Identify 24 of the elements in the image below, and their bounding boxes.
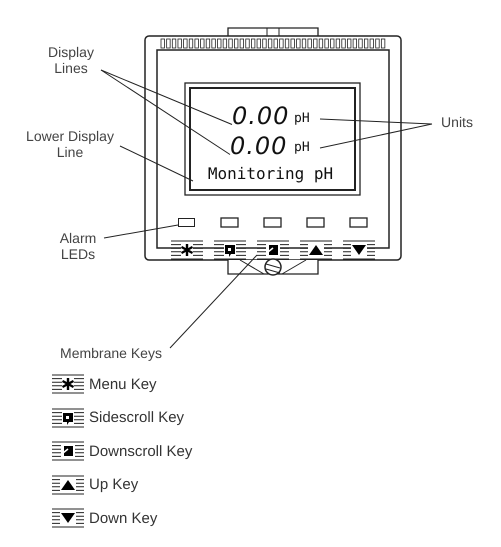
callout-label: Alarm LEDs xyxy=(52,230,104,264)
leader-line xyxy=(100,70,232,125)
leader-line xyxy=(120,146,194,182)
unit-text: pH xyxy=(294,110,318,128)
legend-text: Down Key xyxy=(89,510,158,526)
callout-label: Display Lines xyxy=(40,44,102,78)
display-digits: 0.00 xyxy=(230,132,288,162)
leader-line xyxy=(104,224,178,238)
legend-text: Up Key xyxy=(89,476,138,493)
callout-label: Membrane Keys xyxy=(52,345,170,365)
leader-line xyxy=(100,70,230,155)
display-digits: 0.00 xyxy=(232,102,290,132)
leader-line xyxy=(170,254,258,348)
callout-label: Units xyxy=(432,114,482,134)
membrane-key xyxy=(257,240,289,260)
legend-text: Sidescroll Key xyxy=(89,409,184,426)
unit-text: pH xyxy=(294,139,318,157)
display-text: Monitoring pH xyxy=(193,163,348,187)
led-indicator xyxy=(178,218,195,227)
legend-text: Downscroll Key xyxy=(89,442,192,460)
legend-text: Menu Key xyxy=(89,376,157,392)
leader-line xyxy=(320,124,432,148)
callout-label: Lower Display Line xyxy=(20,128,120,162)
leader-line xyxy=(320,118,432,124)
